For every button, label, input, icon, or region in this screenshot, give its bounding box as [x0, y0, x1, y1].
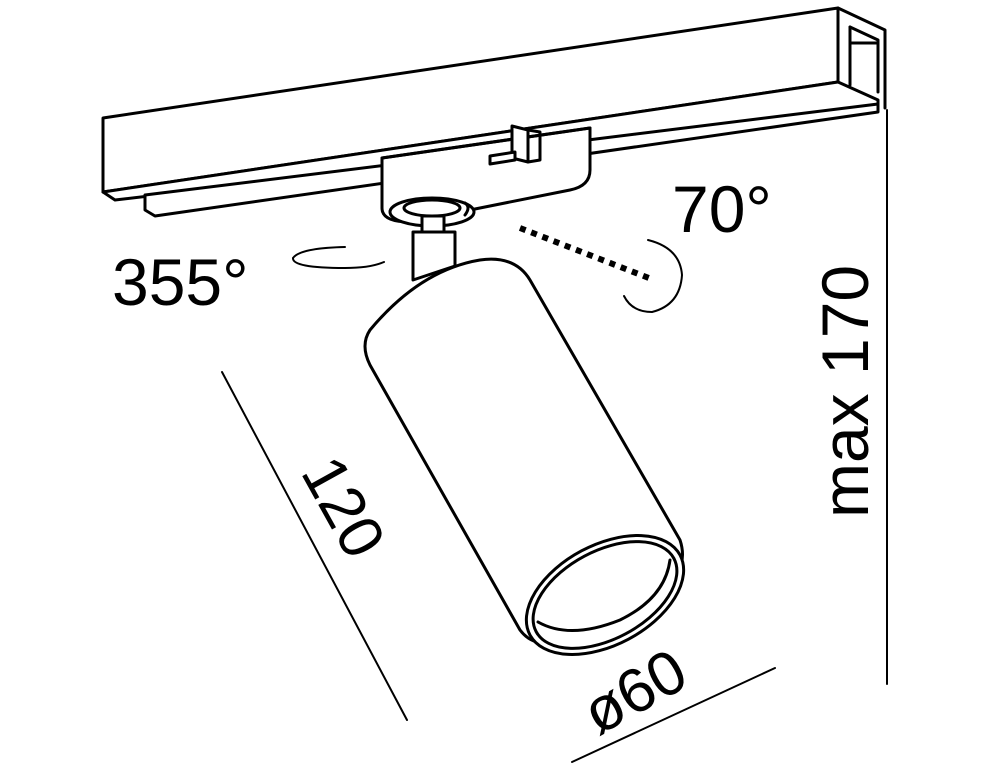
- length-label: 120: [288, 445, 399, 569]
- rotation-arrow-icon: [292, 246, 385, 270]
- track-adapter: [380, 124, 592, 228]
- length-dimension-line: [221, 371, 408, 721]
- diameter-dimension-line: [571, 667, 776, 763]
- spotlight-body: [363, 257, 686, 657]
- max-height-label: max 170: [808, 265, 882, 518]
- tilt-label: 70°: [672, 172, 772, 246]
- rotation-label: 355°: [112, 245, 249, 319]
- tilt-indicator: [518, 225, 684, 314]
